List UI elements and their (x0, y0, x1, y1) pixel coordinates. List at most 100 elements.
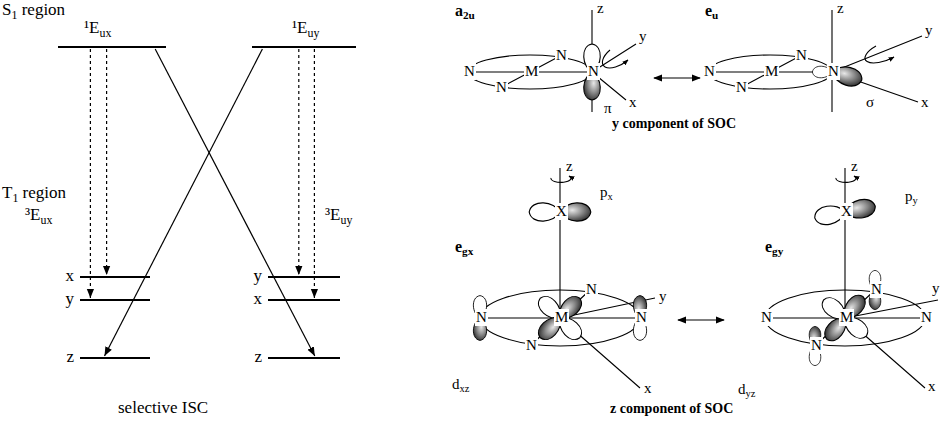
eu-orbital-figure-part (708, 56, 832, 88)
atom-label: N (827, 63, 840, 80)
level-label: x (254, 289, 263, 308)
region-label: S1 region (2, 0, 65, 25)
axis-label: σ (866, 94, 874, 111)
a2u-orbital-figure (468, 10, 636, 112)
axis-label: x (928, 378, 936, 395)
egy-orbital-figure-part (836, 176, 856, 182)
atom-label: M (764, 63, 779, 80)
axis-label: y (925, 22, 933, 39)
orbital-label: a2u (455, 2, 475, 24)
egx-orbital-figure-part (560, 168, 655, 388)
subscript: uy (307, 26, 319, 40)
axis-label: z (566, 158, 573, 175)
axis-label: x (629, 94, 637, 111)
subscript: gy (772, 245, 783, 257)
level-label: z (66, 347, 74, 366)
axis-label: z (837, 0, 844, 17)
orbital-label: eu (705, 2, 718, 24)
atom-label: N (810, 337, 823, 354)
atom-label: M (839, 309, 854, 326)
level-label: z (254, 347, 262, 366)
region-label: ³Eux (25, 205, 52, 230)
axis-label: x (644, 380, 652, 397)
text-part: e (765, 238, 772, 255)
eu-orbital-figure-part (708, 55, 832, 89)
text-part: S (2, 0, 11, 19)
a2u-orbital-figure-part (468, 56, 592, 88)
atom-label: N (760, 309, 773, 326)
atom-label: M (524, 63, 539, 80)
subscript: 2u (463, 9, 475, 21)
text-part: ¹E (84, 18, 99, 37)
axis-label: dxz (452, 376, 469, 397)
level-label: y (66, 289, 75, 308)
text-part: d (452, 376, 460, 392)
text-part: region (17, 0, 65, 19)
text-part: a (455, 2, 463, 19)
subscript: x (608, 191, 613, 202)
atom-label: N (795, 47, 808, 64)
a2u-orbital-figure-part (468, 55, 592, 89)
level-label: x (66, 266, 75, 285)
axis-label: z (851, 158, 858, 175)
double-arrow-part (654, 77, 700, 78)
axis-label: dyz (738, 381, 755, 402)
level-label: ¹Euy (292, 18, 319, 43)
subscript: yz (746, 388, 756, 399)
axis-label: y (659, 288, 667, 305)
atom-label: N (735, 79, 748, 96)
egx-orbital-figure (473, 168, 655, 388)
atom-label: N (475, 309, 488, 326)
orbital-label: egx (455, 238, 473, 260)
text-part: e (455, 238, 462, 255)
region-label: T1 region (2, 183, 66, 208)
atom-label: X (840, 203, 853, 220)
atom-label: N (587, 63, 600, 80)
subscript: uy (340, 213, 352, 227)
triplet-sublevel: z (80, 357, 150, 359)
triplet-sublevel: y (80, 299, 150, 301)
triplet-sublevel: x (268, 299, 340, 301)
level-label: y (254, 266, 263, 285)
axis-label: y (932, 280, 940, 297)
region-label: selective ISC (118, 398, 208, 417)
atom-label: N (635, 309, 648, 326)
atom-label: N (920, 309, 933, 326)
triplet-sublevel: x (80, 276, 150, 278)
eu-orbital-figure (708, 10, 922, 112)
axis-label: z (597, 0, 604, 17)
eu-orbital-figure-part (832, 10, 922, 112)
isc-arrow (105, 49, 263, 356)
atom-label: N (555, 47, 568, 64)
subscript: xz (460, 383, 470, 394)
atom-label: N (703, 63, 716, 80)
axis-label: px (600, 184, 613, 205)
triplet-sublevel: y (268, 276, 340, 278)
triplet-sublevel: z (268, 357, 340, 359)
text-part: d (738, 381, 746, 397)
phosphorescence-arrow (298, 49, 299, 275)
double-arrow-part (678, 319, 724, 320)
subscript: 1 (12, 191, 18, 205)
singlet-level: ¹Eux (58, 46, 166, 48)
atom-label: M (554, 309, 569, 326)
atom-label: N (870, 281, 883, 298)
isc-arrow (155, 49, 315, 356)
axis-label: y (639, 28, 647, 45)
egx-orbital-figure-part (551, 176, 571, 182)
axis-label: py (905, 188, 918, 209)
singlet-level: ¹Euy (252, 46, 356, 48)
a2u-orbital-figure-part (602, 50, 628, 68)
subscript: ux (99, 26, 111, 40)
text-part: ³E (325, 205, 340, 224)
axis-label: π (604, 100, 612, 117)
text-part: ¹E (292, 18, 307, 37)
caption-label: z component of SOC (610, 401, 733, 417)
double-arrow (654, 78, 724, 320)
text-part: region (18, 183, 66, 202)
atom-label: N (525, 337, 538, 354)
atom-label: N (495, 79, 508, 96)
text-part: ³E (25, 205, 40, 224)
caption-label: y component of SOC (612, 116, 736, 132)
